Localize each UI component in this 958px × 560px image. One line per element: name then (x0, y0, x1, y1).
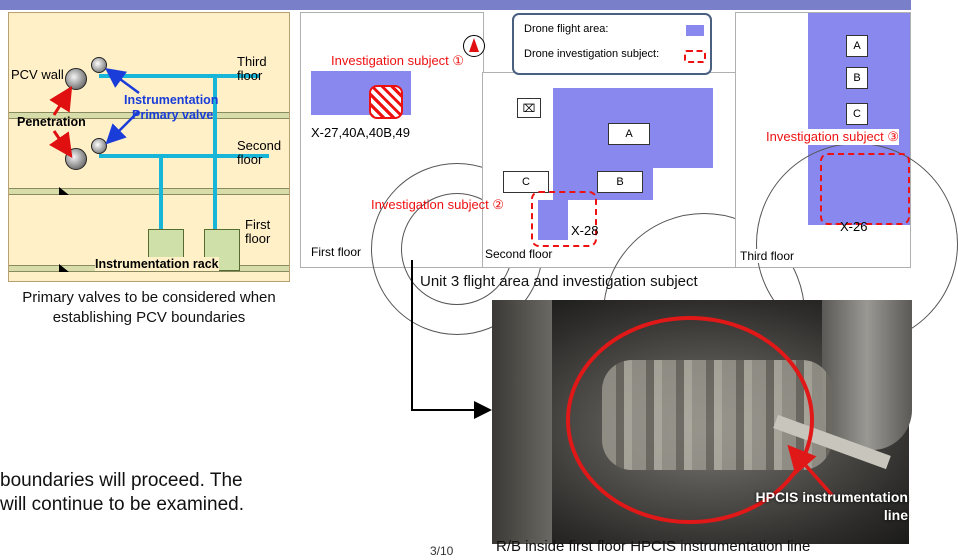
legend-flight-area-label: Drone flight area: (524, 23, 609, 35)
arrows-overlay (48, 68, 140, 158)
penetration-x28-label: X-28 (571, 223, 599, 238)
north-indicator-icon (463, 35, 485, 57)
first-floor-label: First floor (309, 245, 364, 259)
room-c: C (503, 171, 549, 193)
instrumentation-label: Instrumentation (124, 93, 219, 107)
plans-caption: Unit 3 flight area and investigation sub… (420, 273, 698, 290)
primary-valve-icon (91, 57, 107, 73)
penetration-label: Penetration (17, 115, 86, 129)
pcv-schematic: PCV wall Instrumentation Primary valve P… (8, 12, 290, 282)
instrument-pipe (99, 74, 259, 78)
photo-caption: R/B inside first floor HPCIS instrumenta… (496, 538, 811, 555)
legend-investigation-subject: Drone investigation subject: (524, 48, 659, 60)
pipe-shape (492, 300, 552, 544)
flight-area-swatch (686, 25, 704, 36)
first-floor-plan: Investigation subject ① X-27,40A,40B,49 … (300, 12, 543, 335)
pcv-wall-label: PCV wall (11, 67, 64, 82)
instrument-pipe (99, 154, 269, 158)
second-floor-label: Second floor (237, 138, 282, 167)
legend: Drone flight area: Drone investigation s… (512, 13, 712, 75)
room-b: B (597, 171, 643, 193)
title-bar (0, 0, 911, 10)
investigation-subject-2-label: Investigation subject ② (371, 197, 505, 212)
slab-marker (59, 264, 69, 272)
highlight-circle (566, 316, 814, 524)
slab-marker (59, 187, 69, 195)
instrument-pipe (159, 154, 163, 242)
third-floor-label: Third floor (738, 249, 797, 263)
legend-investigation-subject-label: Drone investigation subject: (524, 48, 660, 60)
instrument-pipe (213, 74, 217, 242)
schematic-caption: Primary valves to be considered when est… (22, 289, 276, 326)
body-text-line-2: will continue to be examined. (0, 494, 244, 515)
second-floor-plan: ⌧ A C B Investigation subject ② X-28 Sec… (371, 72, 805, 415)
hpcis-annotation: HPCIS instrumentation line (755, 489, 908, 523)
room-b: B (846, 67, 868, 89)
penetration-x26-label: X-26 (840, 219, 868, 234)
second-floor-label: Second floor (483, 247, 555, 261)
room-a: A (608, 123, 650, 145)
annotation-arrow (787, 444, 834, 497)
room-c: C (846, 103, 868, 125)
hpcis-photo: HPCIS instrumentation line (492, 300, 912, 544)
investigation-subject-marker (369, 85, 403, 119)
room: ⌧ (517, 98, 541, 118)
instrumentation-rack-label: Instrumentation rack (95, 257, 219, 271)
primary-valve-label: Primary valve (132, 108, 214, 122)
third-floor-plan: A B C Investigation subject ③ X-26 Third… (735, 12, 958, 345)
second-floor-slab (9, 188, 289, 195)
first-floor-label: First floor (245, 217, 271, 246)
pipe-shape (822, 300, 912, 450)
body-text-line-1: boundaries will proceed. The (0, 470, 243, 491)
investigation-subject-swatch (684, 50, 706, 63)
connector-arrow (411, 260, 492, 419)
investigation-subject-marker (820, 153, 910, 225)
room-a: A (846, 35, 868, 57)
penetration-icon (65, 68, 87, 90)
investigation-subject-3-label: Investigation subject ③ (766, 129, 900, 145)
penetration-x27-label: X-27,40A,40B,49 (311, 125, 411, 140)
investigation-subject-1-label: Investigation subject ① (331, 53, 465, 68)
flight-area (538, 200, 568, 240)
investigation-subject-marker (531, 191, 597, 247)
legend-flight-area: Drone flight area: (524, 23, 608, 35)
primary-valve-icon (91, 138, 107, 154)
third-floor-slab (9, 112, 289, 119)
third-floor-label: Third floor (237, 54, 267, 83)
page-number: 3/10 (430, 544, 454, 558)
